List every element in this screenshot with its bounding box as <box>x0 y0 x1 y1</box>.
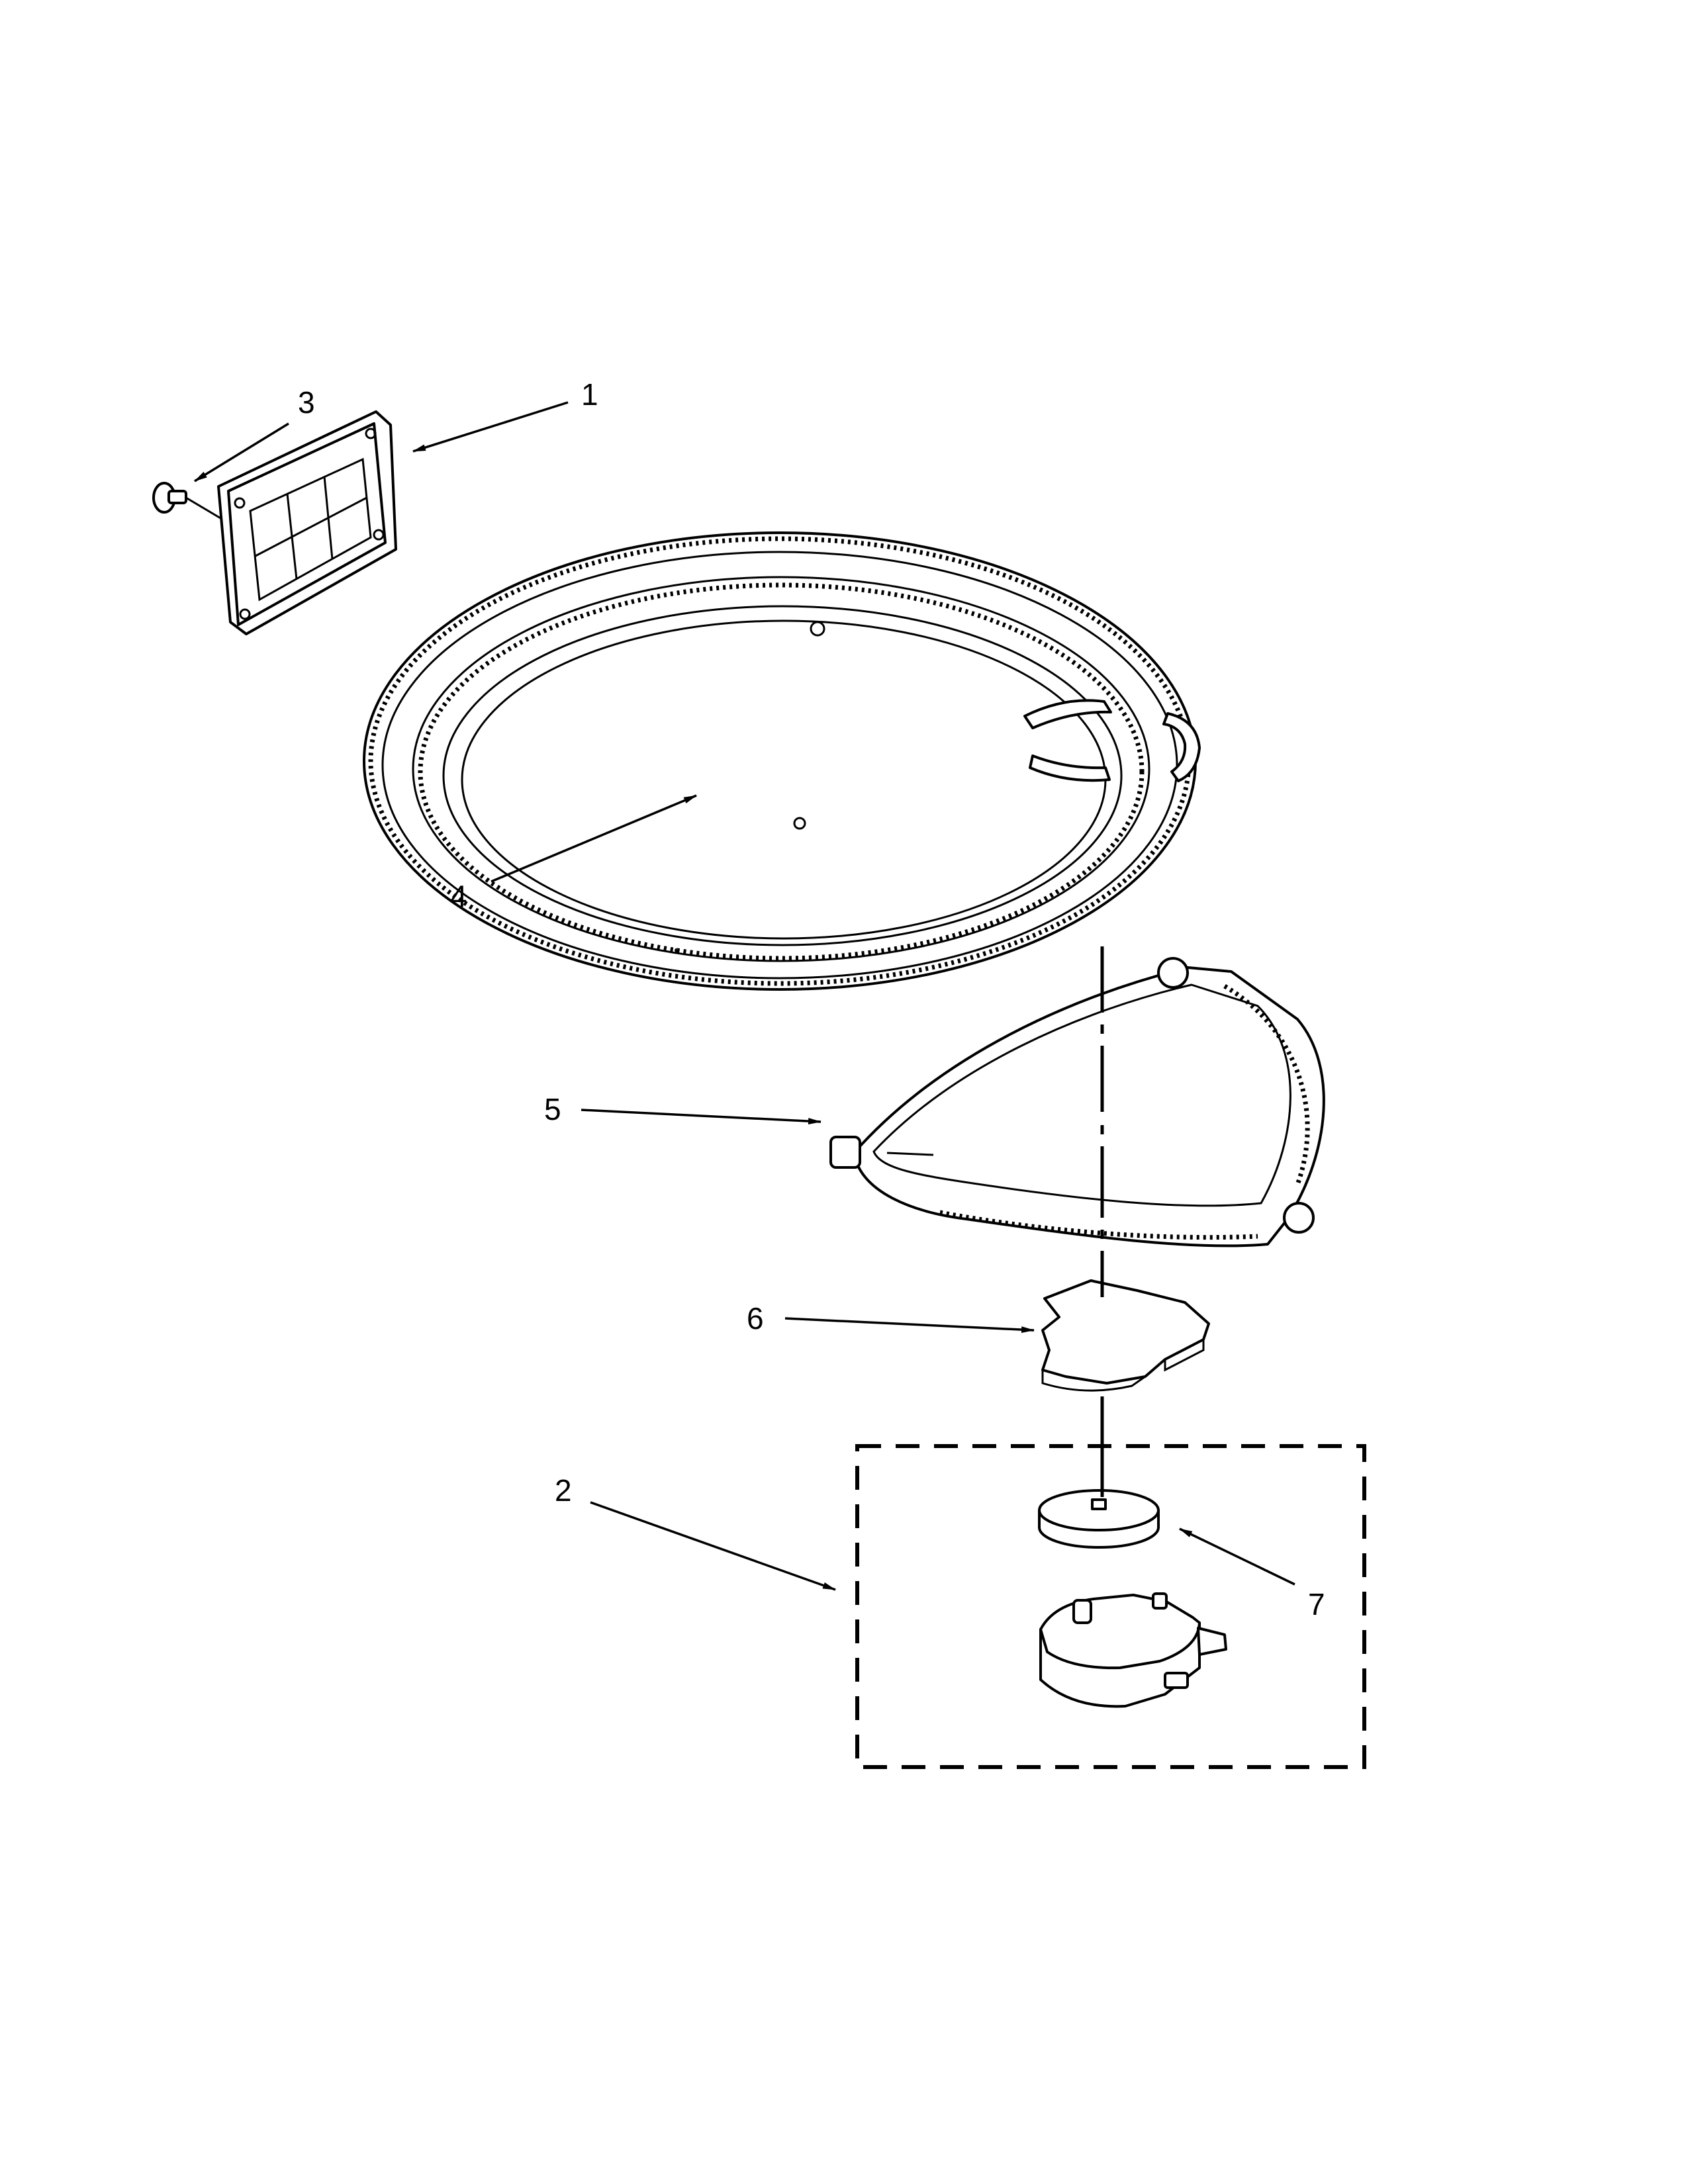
callout-7: 7 <box>1308 1587 1325 1621</box>
motor-icon <box>1039 1592 1227 1708</box>
callout-1: 1 <box>581 377 598 412</box>
coupler-icon <box>1041 1279 1210 1392</box>
drive-hub-icon <box>1038 1489 1160 1549</box>
roller-ring-icon <box>829 957 1325 1248</box>
callout-4: 4 <box>450 879 467 913</box>
screw-icon <box>152 482 229 524</box>
callout-6: 6 <box>747 1301 764 1336</box>
leader-line-1 <box>412 401 569 453</box>
leader-line-7 <box>1179 1527 1295 1586</box>
callout-2: 2 <box>555 1473 572 1508</box>
filter-grille-icon <box>217 410 397 635</box>
turntable-tray-icon <box>363 531 1201 991</box>
callout-3: 3 <box>298 385 315 420</box>
leader-line-6 <box>784 1317 1035 1334</box>
leader-line-3 <box>194 422 289 482</box>
callout-5: 5 <box>544 1092 561 1126</box>
leader-line-4 <box>491 794 697 883</box>
leader-line-2 <box>590 1501 836 1591</box>
leader-line-5 <box>581 1109 821 1125</box>
motor-assembly-group-icon <box>855 1444 1366 1769</box>
